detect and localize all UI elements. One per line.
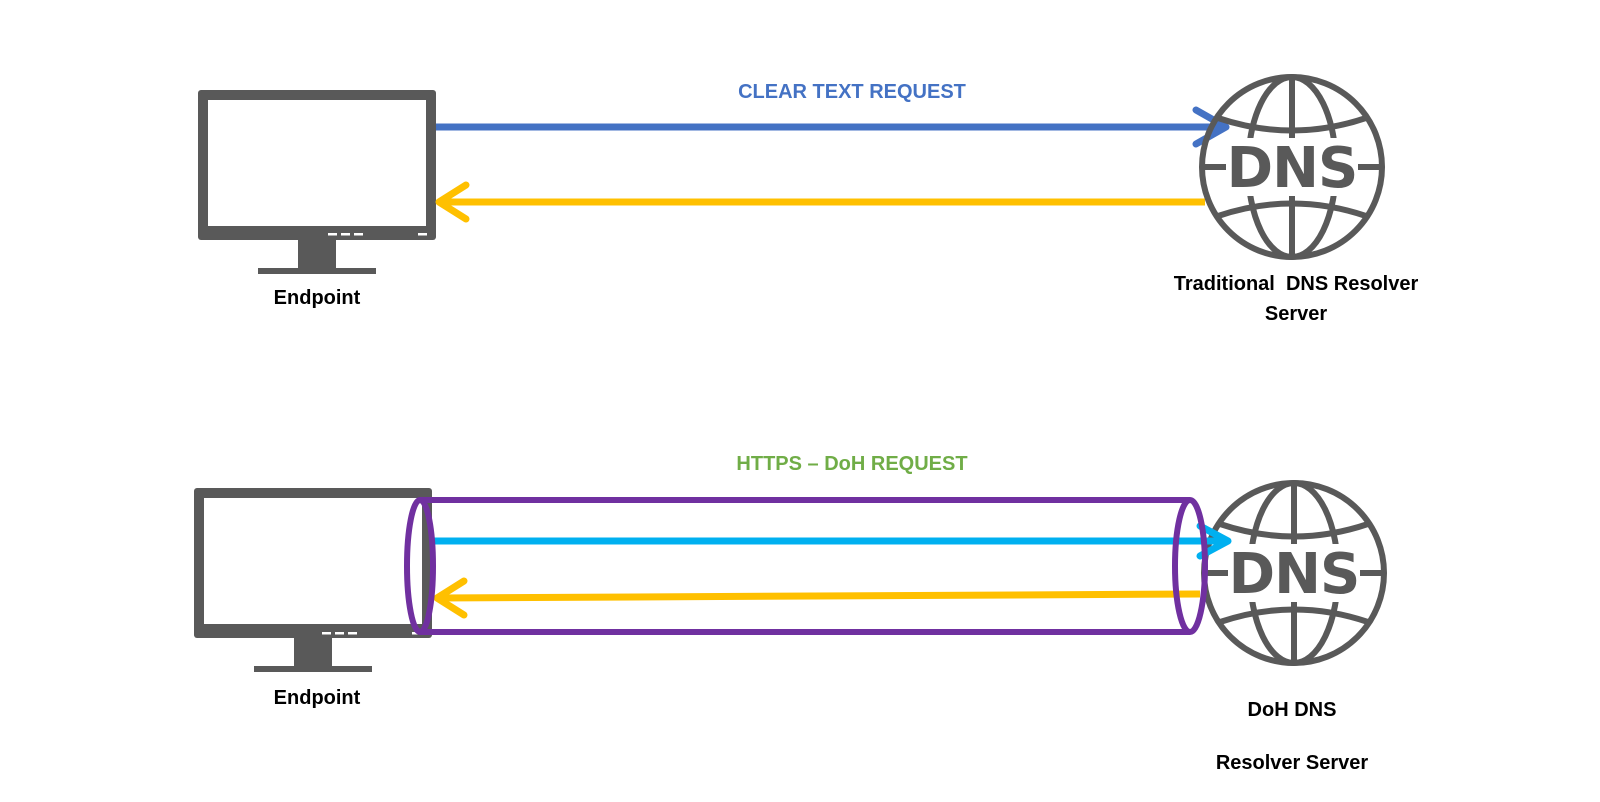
top-server-label-line2: Server: [1265, 303, 1327, 325]
bottom-response-arrow: [433, 577, 1201, 619]
bottom-endpoint-monitor-icon: [194, 488, 432, 672]
bottom-server-label-line1: DoH DNS: [1248, 699, 1337, 721]
bottom-endpoint-label: Endpoint: [274, 687, 361, 709]
top-dns-globe-icon: [1199, 74, 1385, 260]
top-server-label-line1: Traditional DNS Resolver: [1174, 273, 1419, 295]
https-tunnel-cylinder: [404, 497, 1208, 635]
top-dns-globe-text: DNS: [1227, 136, 1358, 201]
bottom-dns-globe-icon: [1201, 480, 1387, 666]
clear-text-request-label: CLEAR TEXT REQUEST: [738, 81, 966, 103]
bottom-server-label-line2: Resolver Server: [1216, 752, 1369, 774]
clear-text-request-arrow: [436, 106, 1230, 148]
https-doh-request-arrow: [430, 522, 1232, 560]
https-doh-request-label: HTTPS – DoH REQUEST: [736, 453, 967, 475]
top-response-arrow: [435, 181, 1205, 223]
top-endpoint-monitor-icon: [198, 90, 436, 274]
bottom-dns-globe-text: DNS: [1229, 542, 1360, 607]
top-endpoint-label: Endpoint: [274, 287, 361, 309]
